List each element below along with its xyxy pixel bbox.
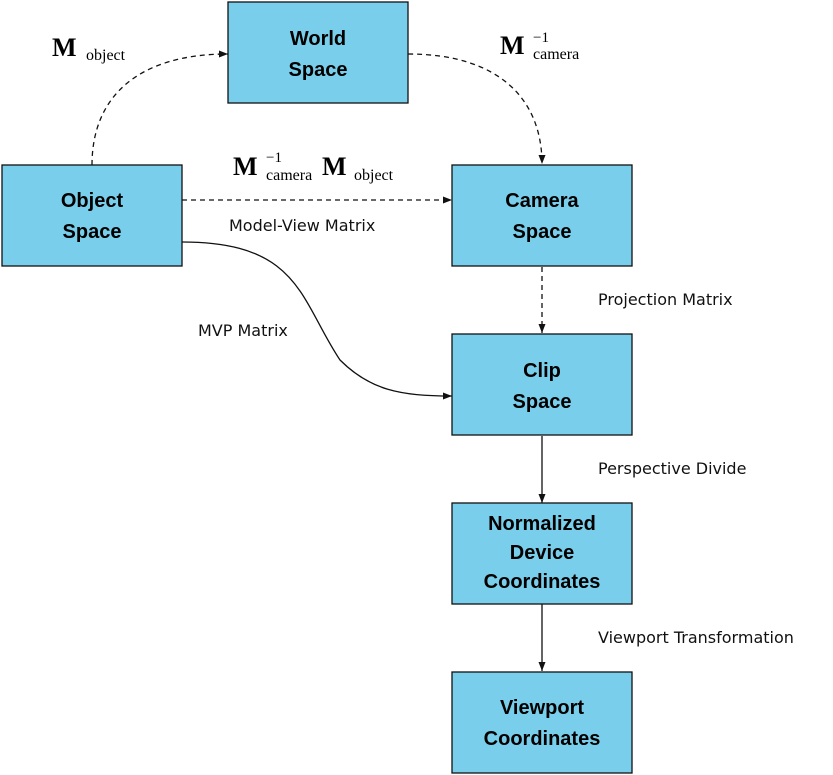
label-m-object: M object: [52, 33, 126, 64]
edge-world-to-camera: [407, 53, 546, 165]
node-viewport-line-1: Viewport: [500, 697, 584, 719]
math-subscript-camera: camera: [266, 167, 312, 184]
node-viewport-line-2: Coordinates: [484, 728, 601, 750]
math-symbol-m: M: [500, 31, 525, 60]
node-object-line-2: Space: [63, 221, 122, 243]
edge-object-to-world: [91, 50, 229, 166]
node-viewport-coordinates: Viewport Coordinates: [451, 671, 633, 774]
label-mvp-matrix: MVP Matrix: [198, 321, 288, 340]
node-world-line-2: Space: [289, 59, 348, 81]
node-clip-line-1: Clip: [523, 360, 561, 382]
math-symbol-m-2: M: [322, 152, 347, 181]
node-clip-line-2: Space: [513, 391, 572, 413]
math-subscript-object: object: [354, 167, 394, 184]
label-model-view-product: M −1 camera M object: [233, 150, 394, 184]
node-world-space: World Space: [227, 1, 409, 104]
math-superscript-inverse: −1: [266, 150, 282, 166]
label-model-view-matrix: Model-View Matrix: [229, 216, 375, 235]
math-superscript-inverse: −1: [533, 30, 549, 46]
node-ndc-line-3: Coordinates: [484, 571, 601, 593]
node-world-line-1: World: [290, 28, 346, 50]
label-projection-matrix: Projection Matrix: [598, 290, 733, 309]
label-viewport-transformation: Viewport Transformation: [598, 628, 794, 647]
math-subscript-object: object: [86, 47, 126, 64]
math-subscript-camera: camera: [533, 46, 579, 63]
label-m-camera-inverse: M −1 camera: [500, 30, 579, 63]
math-symbol-m-1: M: [233, 152, 258, 181]
node-object-line-1: Object: [61, 190, 124, 212]
math-symbol-m: M: [52, 33, 77, 62]
node-camera-line-1: Camera: [505, 190, 579, 212]
node-ndc-line-1: Normalized: [488, 513, 596, 535]
node-ndc: Normalized Device Coordinates: [451, 502, 633, 605]
node-object-space: Object Space: [1, 164, 183, 267]
node-clip-space: Clip Space: [451, 333, 633, 436]
node-ndc-line-2: Device: [510, 542, 575, 564]
edge-object-to-clip: [181, 241, 453, 400]
node-camera-space: Camera Space: [451, 164, 633, 267]
label-perspective-divide: Perspective Divide: [598, 459, 746, 478]
node-camera-line-2: Space: [513, 221, 572, 243]
